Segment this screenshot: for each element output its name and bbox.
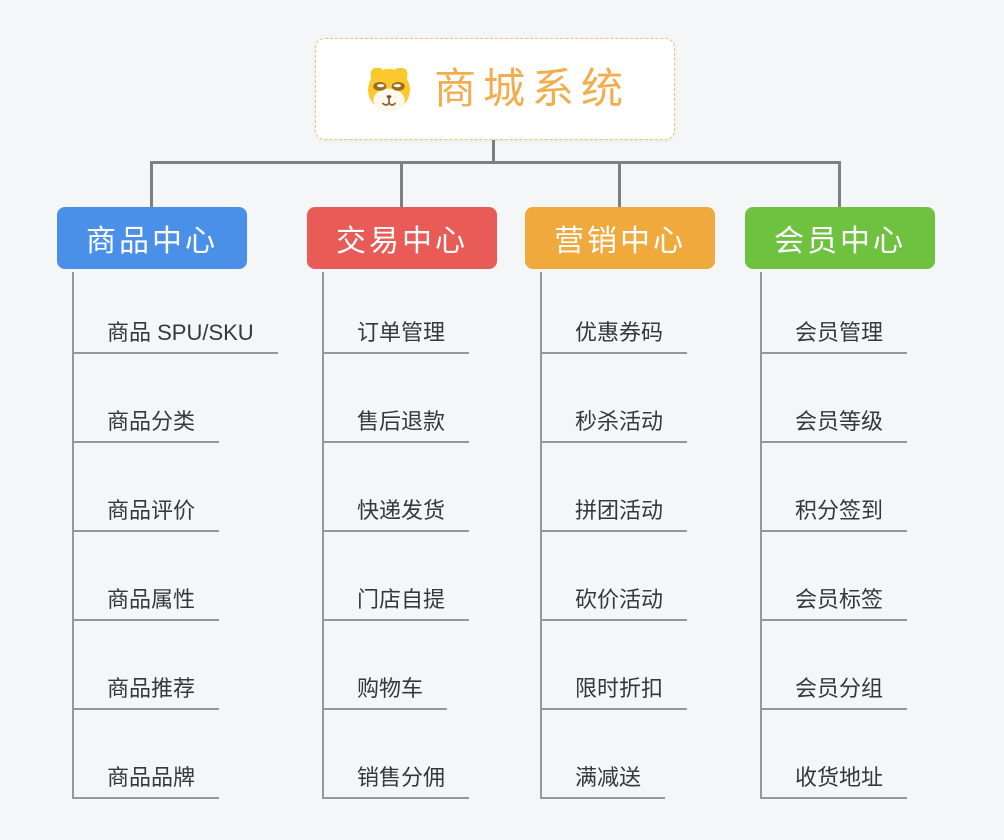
mindmap-item: 收货地址 — [760, 710, 995, 799]
connector-branch2-stub — [400, 161, 403, 207]
mindmap-item: 商品品牌 — [72, 710, 307, 799]
mindmap-item-label[interactable]: 秒杀活动 — [542, 411, 688, 443]
branch-node-product-center[interactable]: 商品中心 — [57, 207, 247, 269]
connector-branch4-stub — [838, 161, 841, 207]
mindmap-item-label[interactable]: 商品评价 — [74, 500, 220, 532]
branch-item-list: 优惠券码 秒杀活动 拼团活动 砍价活动 限时折扣 满减送 — [540, 272, 775, 799]
mindmap-item: 积分签到 — [760, 443, 995, 532]
mindmap-item: 会员等级 — [760, 354, 995, 443]
branch-member-center: 会员中心 会员管理 会员等级 积分签到 会员标签 会员分组 收货地址 — [745, 207, 995, 799]
mindmap-item: 满减送 — [540, 710, 775, 799]
branch-node-member-center[interactable]: 会员中心 — [745, 207, 935, 269]
mindmap-item-label[interactable]: 商品 SPU/SKU — [74, 322, 278, 354]
mindmap-item: 商品评价 — [72, 443, 307, 532]
mindmap-item-label[interactable]: 优惠券码 — [542, 322, 688, 354]
mindmap-item-label[interactable]: 商品属性 — [74, 589, 220, 621]
mindmap-item: 商品分类 — [72, 354, 307, 443]
mindmap-item-label[interactable]: 会员等级 — [762, 411, 908, 443]
branch-product-center: 商品中心 商品 SPU/SKU 商品分类 商品评价 商品属性 商品推荐 商品品牌 — [57, 207, 307, 799]
mindmap-item: 销售分佣 — [322, 710, 557, 799]
connector-branch1-stub — [150, 161, 153, 207]
mindmap-item-label[interactable]: 限时折扣 — [542, 678, 688, 710]
mindmap-item: 秒杀活动 — [540, 354, 775, 443]
mindmap-item: 门店自提 — [322, 532, 557, 621]
branch-marketing-center: 营销中心 优惠券码 秒杀活动 拼团活动 砍价活动 限时折扣 满减送 — [525, 207, 775, 799]
mindmap-item-label[interactable]: 会员分组 — [762, 678, 908, 710]
dog-face-icon — [367, 67, 410, 113]
branch-item-list: 订单管理 售后退款 快递发货 门店自提 购物车 销售分佣 — [322, 272, 557, 799]
branch-trade-center: 交易中心 订单管理 售后退款 快递发货 门店自提 购物车 销售分佣 — [307, 207, 557, 799]
mindmap-item-label[interactable]: 积分签到 — [762, 500, 908, 532]
mindmap-item: 会员管理 — [760, 272, 995, 354]
mindmap-item-label[interactable]: 销售分佣 — [324, 767, 470, 799]
root-title: 商城系统 — [433, 65, 630, 112]
connector-horizontal-rail — [150, 161, 841, 164]
mindmap-item-label[interactable]: 商品分类 — [74, 411, 220, 443]
root-node-mall-system[interactable]: 商城系统 — [315, 38, 675, 140]
branch-node-marketing-center[interactable]: 营销中心 — [525, 207, 715, 269]
mindmap-item-label[interactable]: 商品品牌 — [74, 767, 220, 799]
connector-branch3-stub — [618, 161, 621, 207]
mindmap-item: 商品推荐 — [72, 621, 307, 710]
mindmap-item-label[interactable]: 拼团活动 — [542, 500, 688, 532]
mindmap-item-label[interactable]: 满减送 — [542, 767, 666, 799]
branch-item-list: 会员管理 会员等级 积分签到 会员标签 会员分组 收货地址 — [760, 272, 995, 799]
mindmap-item-label[interactable]: 收货地址 — [762, 767, 908, 799]
mindmap-item: 砍价活动 — [540, 532, 775, 621]
mindmap-item-label[interactable]: 门店自提 — [324, 589, 470, 621]
mindmap-item-label[interactable]: 砍价活动 — [542, 589, 688, 621]
mindmap-item-label[interactable]: 会员管理 — [762, 322, 908, 354]
mindmap-item: 商品 SPU/SKU — [72, 272, 307, 354]
mindmap-item: 限时折扣 — [540, 621, 775, 710]
mindmap-item: 订单管理 — [322, 272, 557, 354]
mindmap-item: 快递发货 — [322, 443, 557, 532]
mindmap-item: 商品属性 — [72, 532, 307, 621]
mindmap-item: 售后退款 — [322, 354, 557, 443]
branch-item-list: 商品 SPU/SKU 商品分类 商品评价 商品属性 商品推荐 商品品牌 — [72, 272, 307, 799]
mindmap-item: 购物车 — [322, 621, 557, 710]
branch-node-trade-center[interactable]: 交易中心 — [307, 207, 497, 269]
mindmap-item-label[interactable]: 会员标签 — [762, 589, 908, 621]
mindmap-item: 拼团活动 — [540, 443, 775, 532]
mindmap-item-label[interactable]: 购物车 — [324, 678, 448, 710]
mindmap-item-label[interactable]: 商品推荐 — [74, 678, 220, 710]
connector-root-stub — [492, 140, 495, 163]
mindmap-item-label[interactable]: 售后退款 — [324, 411, 470, 443]
mindmap-item: 优惠券码 — [540, 272, 775, 354]
mindmap-item-label[interactable]: 订单管理 — [324, 322, 470, 354]
mindmap-item: 会员标签 — [760, 532, 995, 621]
mindmap-item: 会员分组 — [760, 621, 995, 710]
mindmap-item-label[interactable]: 快递发货 — [324, 500, 470, 532]
